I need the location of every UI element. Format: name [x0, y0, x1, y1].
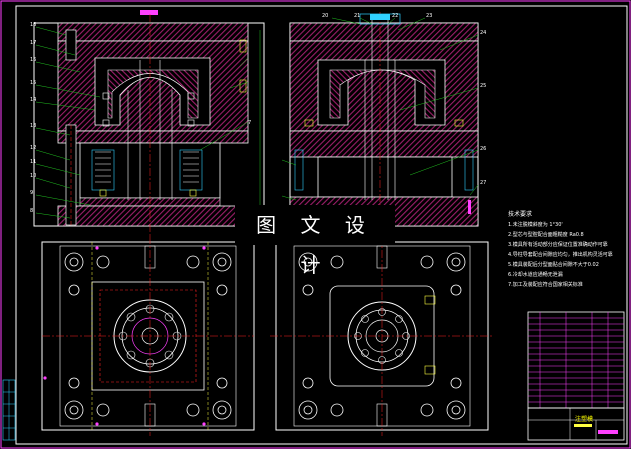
sheet-tag	[140, 10, 158, 15]
technical-note-item: 2.型芯与型腔配合面粗糙度 Ra0.8	[508, 232, 584, 238]
part-number-label: 10	[30, 173, 37, 179]
part-number-label: 26	[480, 146, 487, 152]
part-number-label: 9	[30, 190, 34, 196]
technical-note-item: 1.未注脱模斜度为 1°30'	[508, 222, 563, 228]
technical-note-item: 6.冷却水道应通畅无泄漏	[508, 272, 563, 278]
part-number-label: 27	[480, 180, 487, 186]
part-number-label: 12	[30, 145, 37, 151]
technical-notes: 技术要求 1.未注脱模斜度为 1°30' 2.型芯与型腔配合面粗糙度 Ra0.8…	[508, 210, 628, 290]
title-block-name: 注塑模	[575, 416, 594, 423]
part-number-label: 14	[30, 97, 37, 103]
part-number-label: 20	[322, 13, 329, 19]
part-number-label: 11	[30, 159, 37, 165]
parts-list	[527, 311, 625, 441]
part-number-label: 21	[354, 13, 361, 19]
part-number-label: 13	[30, 123, 37, 129]
part-number-label: 8	[30, 208, 34, 214]
sheet-border-inner	[15, 5, 628, 445]
technical-note-item: 3.模具所有活动部分应保证位置准确动作可靠	[508, 242, 608, 248]
part-number-label: 17	[30, 40, 37, 46]
technical-note-item: 7.加工及装配应符合国家相关标准	[508, 282, 583, 288]
part-number-label: 15	[30, 80, 37, 86]
part-number-label: 18	[30, 22, 37, 28]
technical-note-item: 5.模具装配后分型面贴合间隙不大于0.02	[508, 262, 599, 268]
left-plan-view	[41, 236, 255, 436]
side-strip-lines	[3, 380, 15, 440]
right-section-view	[289, 12, 479, 236]
part-number-label: 22	[392, 13, 399, 19]
part-number-label: 24	[480, 30, 487, 36]
part-number-label: 16	[30, 57, 37, 63]
left-leader-lines	[35, 26, 249, 219]
technical-notes-title: 技术要求	[508, 211, 533, 218]
technical-note-item: 4.导柱导套配合间隙应均匀，推出机构灵活可靠	[508, 252, 613, 258]
left-section-view	[33, 14, 265, 236]
watermark-label: 图 文 设 计	[235, 205, 395, 277]
right-leader-lines	[281, 17, 479, 201]
part-number-label: 23	[426, 13, 433, 19]
part-number-label: 25	[480, 83, 487, 89]
part-number-label: 7	[248, 120, 252, 126]
